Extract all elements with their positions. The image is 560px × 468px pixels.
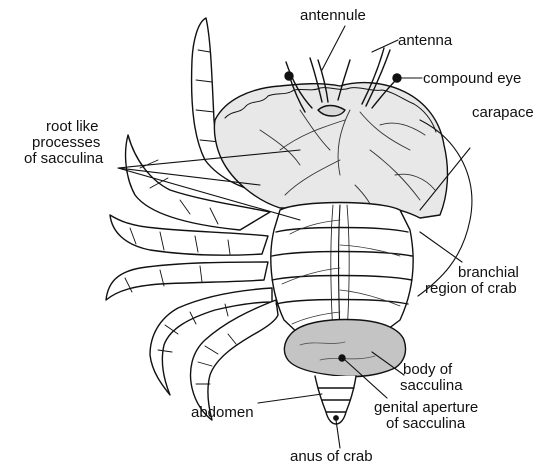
label-body-of-sacculina-line-1: body of <box>403 362 452 377</box>
label-branchial-line-2: region of crab <box>425 281 517 296</box>
compound-eye-left <box>285 72 293 80</box>
label-antennule: antennule <box>300 8 366 23</box>
label-root-like-line-2: processes <box>32 135 100 150</box>
label-branchial-line-1: branchial <box>458 265 519 280</box>
label-root-like-line-1: root like <box>46 119 99 134</box>
label-carapace: carapace <box>472 105 534 120</box>
carapace-shape <box>214 83 447 218</box>
crab-thorax <box>271 203 413 336</box>
sacculina-body <box>284 320 405 377</box>
label-antenna: antenna <box>398 33 452 48</box>
label-abdomen: abdomen <box>191 405 254 420</box>
label-genital-aperture-line-1: genital aperture <box>374 400 478 415</box>
crab-legs <box>106 18 278 420</box>
label-anus-of-crab: anus of crab <box>290 449 373 464</box>
label-body-of-sacculina-line-2: sacculina <box>400 378 463 393</box>
compound-eye-right <box>393 74 401 82</box>
label-root-like-line-3: of sacculina <box>24 151 103 166</box>
label-compound-eye: compound eye <box>423 71 521 86</box>
crab-abdomen <box>315 376 356 424</box>
label-genital-aperture-line-2: of sacculina <box>386 416 465 431</box>
